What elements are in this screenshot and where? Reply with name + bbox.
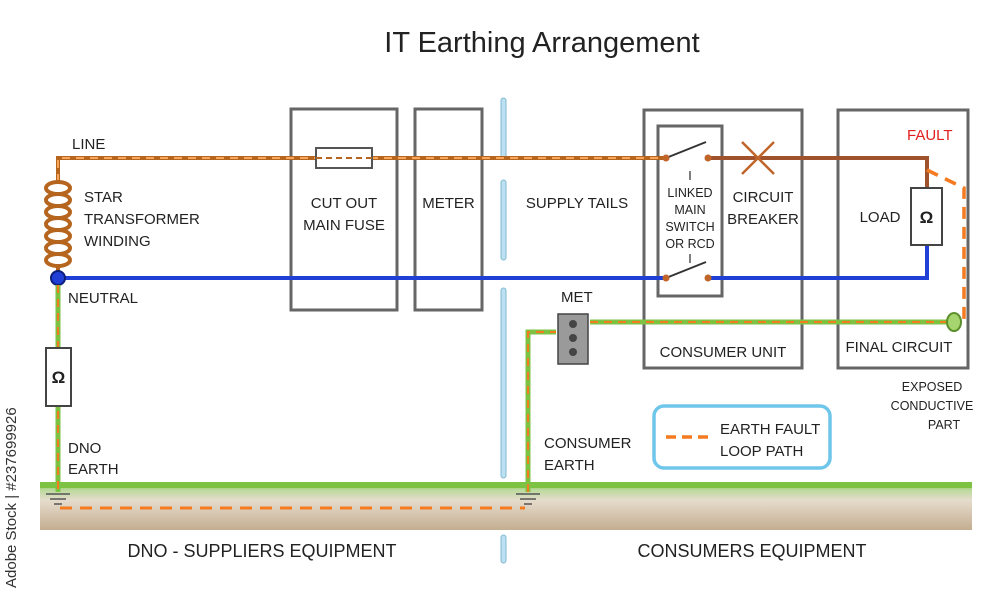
switch-label-3: MAIN — [674, 203, 705, 217]
circuit-breaker-label-2: BREAKER — [727, 211, 799, 228]
fault-path — [926, 168, 966, 320]
main-earthing-terminal — [557, 313, 589, 365]
consumer-unit-label: CONSUMER UNIT — [660, 344, 787, 361]
consumer-earth-label-1: CONSUMER — [544, 435, 632, 452]
transformer-winding-coil — [44, 180, 72, 268]
stock-watermark: Adobe Stock | #237699926 — [3, 407, 20, 588]
load-label: LOAD — [860, 209, 901, 226]
final-circuit-box — [836, 108, 970, 370]
consumer-earth-label-2: EARTH — [544, 457, 595, 474]
dno-earth-label-1: DNO — [68, 440, 101, 457]
cutout-label-1: CUT OUT — [311, 195, 377, 212]
fault-label: FAULT — [907, 127, 953, 144]
consumer-equipment-label: CONSUMERS EQUIPMENT — [637, 541, 866, 561]
exposed-part-label-1: EXPOSED — [902, 380, 962, 394]
star-transformer-label-1: STAR — [84, 189, 123, 206]
final-circuit-label: FINAL CIRCUIT — [846, 339, 953, 356]
cutout-label-2: MAIN FUSE — [303, 217, 385, 234]
legend-label-1: EARTH FAULT — [720, 421, 820, 438]
line-label: LINE — [72, 136, 105, 153]
switch-label-1: I — [688, 169, 691, 183]
legend-label-2: LOOP PATH — [720, 443, 803, 460]
dno-impedance-symbol: Ω — [52, 368, 66, 387]
star-transformer-label-3: WINDING — [84, 233, 151, 250]
main-fuse — [315, 147, 373, 169]
load-impedance-symbol: Ω — [920, 208, 934, 227]
exposed-part-label-2: CONDUCTIVE — [891, 399, 974, 413]
load-impedance — [910, 187, 943, 246]
exposed-part-label-3: PART — [928, 418, 961, 432]
switch-label-5: OR RCD — [665, 237, 714, 251]
dno-equipment-label: DNO - SUPPLIERS EQUIPMENT — [127, 541, 396, 561]
consumer-earth-conductor — [525, 329, 556, 492]
star-transformer-label-2: TRANSFORMER — [84, 211, 200, 228]
ground-grass — [40, 482, 972, 488]
exposed-part-terminal — [946, 312, 962, 332]
line-conductor — [56, 141, 929, 188]
dno-earth-label-2: EARTH — [68, 461, 119, 478]
boundary-divider — [500, 97, 507, 564]
switch-label-6: I — [688, 252, 691, 266]
consumer-earth-electrode-icon — [516, 493, 540, 505]
diagram-title: IT Earthing Arrangement — [384, 27, 699, 59]
neutral-conductor — [58, 245, 929, 282]
stock-watermark-text: Adobe Stock | #237699926 — [3, 407, 20, 588]
supply-tails-label: SUPPLY TAILS — [526, 195, 628, 212]
dno-earth-electrode-icon — [46, 493, 70, 505]
switch-label-2: LINKED — [667, 186, 712, 200]
neutral-label: NEUTRAL — [68, 290, 138, 307]
legend-box — [652, 404, 832, 470]
met-label: MET — [561, 289, 593, 306]
switch-label-4: SWITCH — [665, 220, 714, 234]
star-point-node — [50, 270, 66, 286]
circuit-breaker-label-1: CIRCUIT — [733, 189, 794, 206]
meter-label: METER — [422, 195, 475, 212]
dno-impedance — [45, 347, 72, 407]
